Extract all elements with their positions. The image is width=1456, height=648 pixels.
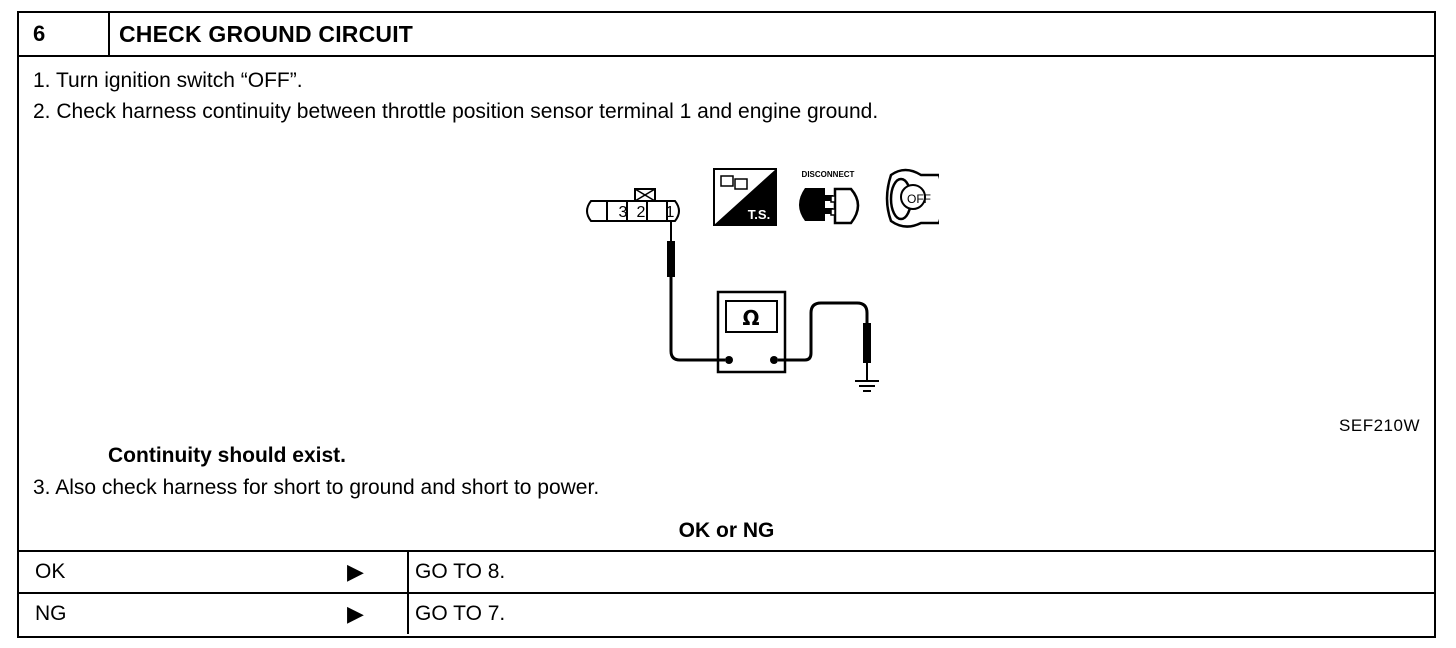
procedure-frame: 6 CHECK GROUND CIRCUIT 1. Turn ignition … <box>17 11 1436 638</box>
result-row-ng: NG ▶ GO TO 7. <box>19 592 1434 634</box>
connector-pin-2: 2 <box>637 204 646 221</box>
disconnect-icon: DISCONNECT <box>799 170 860 225</box>
step-title: CHECK GROUND CIRCUIT <box>119 21 414 47</box>
continuity-check-diagram: 3 2 1 Ω T.S. <box>586 168 939 392</box>
result-row-ok: OK ▶ GO TO 8. <box>19 550 1434 592</box>
result-label: OK <box>35 560 66 583</box>
connector-pin-3: 3 <box>619 204 628 221</box>
instruction-step-3: 3. Also check harness for short to groun… <box>33 476 600 499</box>
connector-icon: 3 2 1 <box>586 188 680 222</box>
ground-symbol-icon <box>855 380 879 392</box>
figure-code: SEF210W <box>1339 416 1420 435</box>
connector-pin-1: 1 <box>666 204 675 221</box>
arrow-right-icon: ▶ <box>347 601 364 626</box>
column-divider <box>407 552 409 592</box>
ohm-symbol: Ω <box>742 306 759 330</box>
result-label: NG <box>35 602 67 625</box>
instruction-step-2: 2. Check harness continuity between thro… <box>33 100 879 123</box>
disconnect-label: DISCONNECT <box>802 170 855 179</box>
off-label: OFF <box>907 192 931 206</box>
step-number: 6 <box>19 13 110 55</box>
ts-label: T.S. <box>748 207 770 222</box>
column-divider <box>407 594 409 634</box>
ohmmeter-icon: Ω <box>716 290 787 374</box>
arrow-right-icon: ▶ <box>347 559 364 584</box>
ts-icon: T.S. <box>713 168 777 226</box>
procedure-header: 6 CHECK GROUND CIRCUIT <box>19 13 1434 57</box>
continuity-note: Continuity should exist. <box>108 444 347 467</box>
result-action: GO TO 8. <box>415 560 506 583</box>
result-action: GO TO 7. <box>415 602 506 625</box>
instruction-step-1: 1. Turn ignition switch “OFF”. <box>33 69 303 92</box>
ignition-off-icon: OFF <box>885 168 939 228</box>
result-title: OK or NG <box>678 519 775 542</box>
